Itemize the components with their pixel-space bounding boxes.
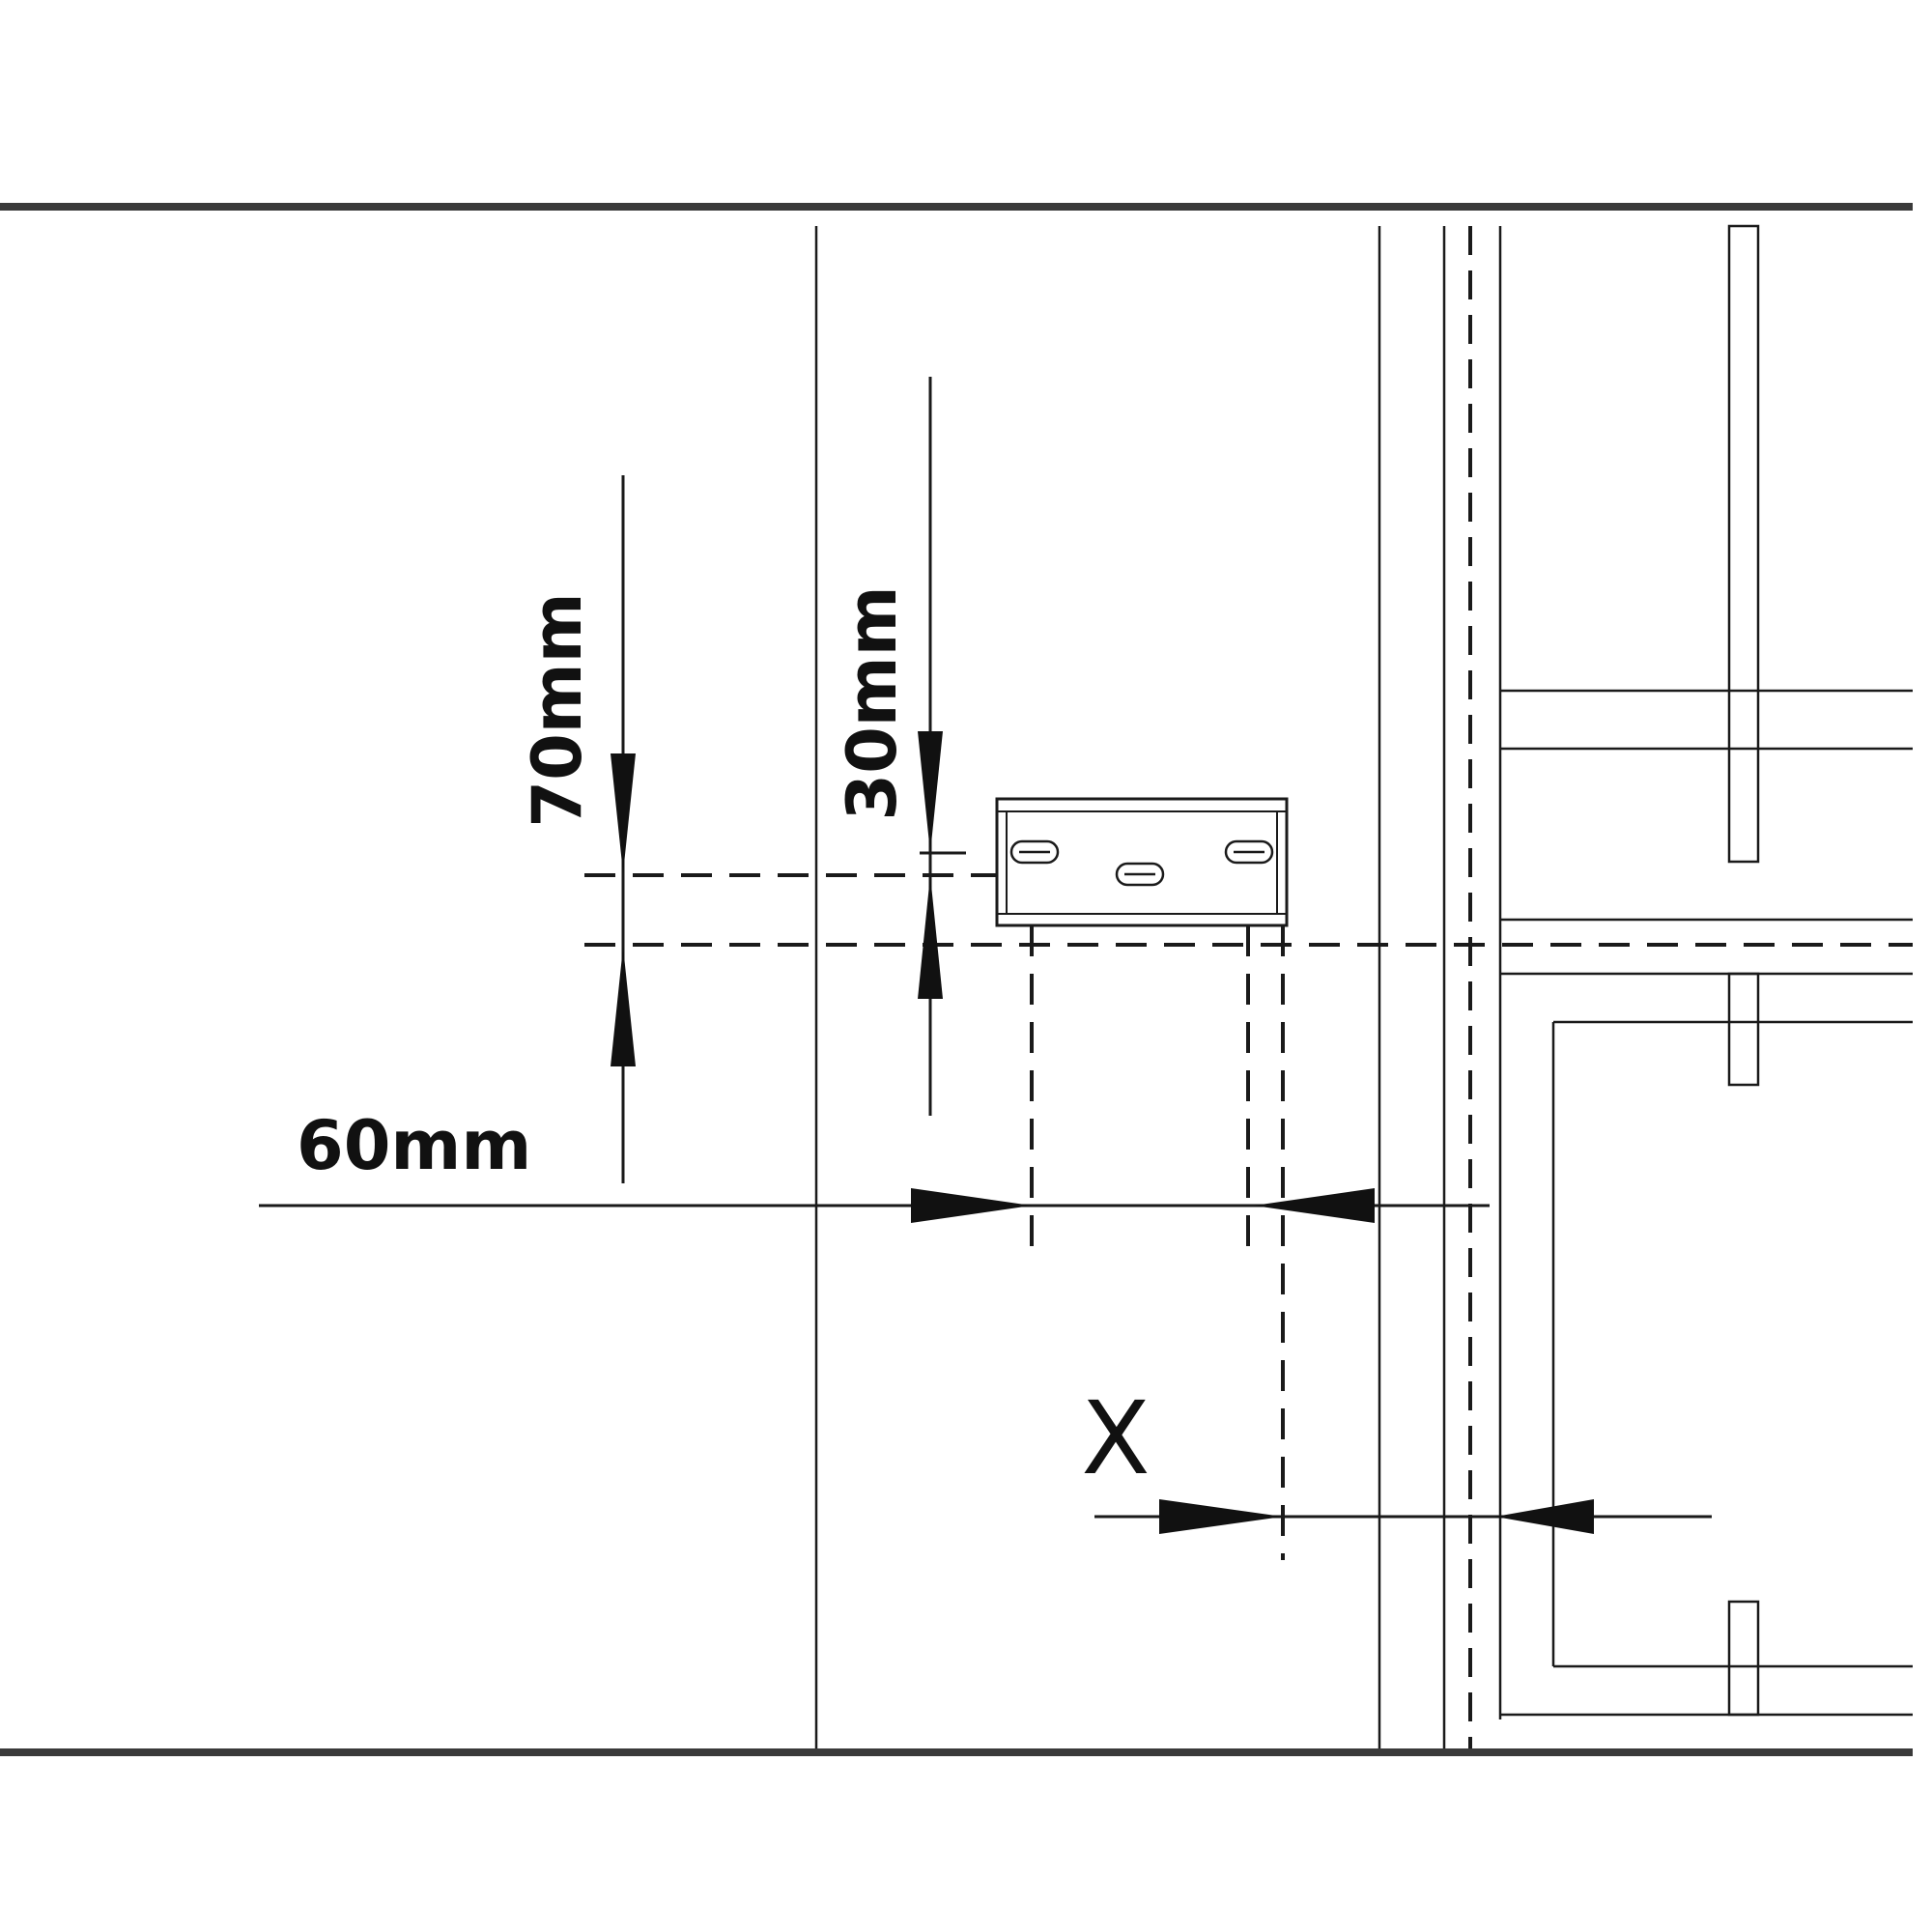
boundary-lines	[0, 203, 1913, 1756]
label-60mm: 60mm	[297, 1106, 531, 1185]
dimension-x: X	[1081, 1379, 1712, 1534]
lower-post	[1727, 1600, 1760, 1717]
arrowhead-70-up	[611, 947, 636, 1066]
arrowhead-70-down	[611, 753, 636, 873]
right-frame-structure	[1500, 224, 1913, 1717]
label-x: X	[1081, 1379, 1150, 1497]
mounting-bracket	[995, 797, 1289, 927]
upper-post	[1727, 224, 1760, 864]
arrowhead-30-up	[918, 875, 943, 999]
arrowhead-30-down	[918, 731, 943, 853]
arrowhead-x-left	[1495, 1499, 1594, 1534]
label-30mm: 30mm	[833, 585, 912, 820]
label-70mm: 70mm	[518, 592, 597, 827]
middle-post	[1727, 972, 1760, 1087]
arrowhead-60-left	[1254, 1188, 1375, 1223]
vertical-structure	[814, 226, 1502, 1748]
dimension-60mm: 60mm	[259, 1106, 1490, 1223]
dimension-70mm: 70mm	[518, 475, 636, 1183]
arrowhead-60-right	[911, 1188, 1032, 1223]
slot-hole-right	[1224, 839, 1274, 865]
reference-dashed-lines	[584, 873, 1913, 1560]
slot-hole-left	[1009, 839, 1060, 865]
arrowhead-x-right	[1159, 1499, 1283, 1534]
slot-hole-center	[1115, 862, 1165, 887]
dimension-30mm: 30mm	[833, 377, 966, 1116]
